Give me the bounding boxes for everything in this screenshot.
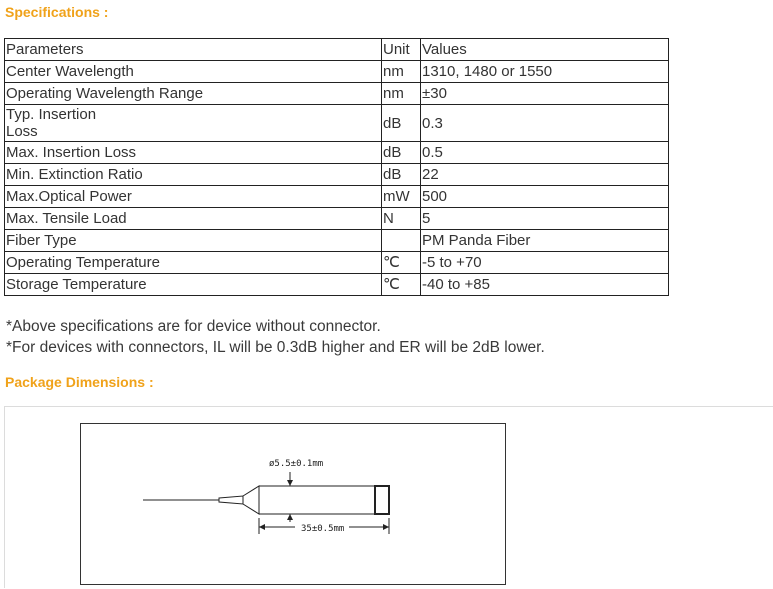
param-cell: Fiber Type	[4, 229, 382, 252]
param-cell: Typ. Insertion Loss	[4, 104, 382, 142]
package-frame	[4, 406, 773, 588]
length-arrowhead-right	[383, 524, 389, 530]
table-header-row: Parameters Unit Values	[4, 38, 669, 61]
diameter-arrowhead-top	[287, 480, 293, 486]
note-line: *Above specifications are for device wit…	[6, 318, 381, 335]
value-cell: -5 to +70	[420, 251, 669, 274]
value-cell: 1310, 1480 or 1550	[420, 60, 669, 83]
unit-cell: dB	[381, 104, 421, 142]
note-line: *For devices with connectors, IL will be…	[6, 339, 545, 356]
table-row: Center Wavelength nm 1310, 1480 or 1550	[4, 60, 669, 83]
param-cell: Max. Tensile Load	[4, 207, 382, 230]
table-row: Max. Insertion Loss dB 0.5	[4, 141, 669, 164]
value-cell: -40 to +85	[420, 273, 669, 296]
table-row: Min. Extinction Ratio dB 22	[4, 163, 669, 186]
boot-taper	[218, 495, 244, 505]
param-cell: Operating Temperature	[4, 251, 382, 274]
unit-cell: mW	[381, 185, 421, 208]
header-values: Values	[420, 38, 669, 61]
table-row: Operating Wavelength Range nm ±30	[4, 82, 669, 105]
length-arrowhead-left	[259, 524, 265, 530]
param-cell: Max. Insertion Loss	[4, 141, 382, 164]
package-dimensions-heading: Package Dimensions :	[5, 374, 154, 390]
unit-cell: ℃	[381, 251, 421, 274]
device-body	[258, 485, 376, 515]
package-drawing: ø5.5±0.1mm 35±0.5mm	[80, 423, 506, 585]
value-cell: 0.3	[420, 104, 669, 142]
table-row: Max.Optical Power mW 500	[4, 185, 669, 208]
unit-cell: nm	[381, 82, 421, 105]
body-taper	[242, 485, 260, 515]
value-cell: 22	[420, 163, 669, 186]
diameter-arrowhead-bottom	[287, 514, 293, 520]
header-unit: Unit	[381, 38, 421, 61]
param-cell: Storage Temperature	[4, 273, 382, 296]
param-cell: Operating Wavelength Range	[4, 82, 382, 105]
value-cell: ±30	[420, 82, 669, 105]
value-cell: 5	[420, 207, 669, 230]
unit-cell	[381, 229, 421, 252]
unit-cell: N	[381, 207, 421, 230]
unit-cell: nm	[381, 60, 421, 83]
param-cell: Min. Extinction Ratio	[4, 163, 382, 186]
length-label: 35±0.5mm	[301, 524, 344, 534]
param-cell: Center Wavelength	[4, 60, 382, 83]
value-cell: PM Panda Fiber	[420, 229, 669, 252]
table-row: Max. Tensile Load N 5	[4, 207, 669, 230]
specifications-heading: Specifications :	[5, 4, 109, 20]
table-row: Fiber Type PM Panda Fiber	[4, 229, 669, 252]
value-cell: 500	[420, 185, 669, 208]
table-row: Operating Temperature ℃ -5 to +70	[4, 251, 669, 274]
unit-cell: dB	[381, 141, 421, 164]
unit-cell: ℃	[381, 273, 421, 296]
header-parameters: Parameters	[4, 38, 382, 61]
value-cell: 0.5	[420, 141, 669, 164]
package-drawing-svg: ø5.5±0.1mm 35±0.5mm	[143, 459, 390, 534]
diameter-label: ø5.5±0.1mm	[269, 459, 323, 469]
table-row: Typ. Insertion Loss dB 0.3	[4, 104, 669, 142]
end-cap	[374, 485, 390, 515]
param-cell: Max.Optical Power	[4, 185, 382, 208]
table-row: Storage Temperature ℃ -40 to +85	[4, 273, 669, 296]
specifications-table: Parameters Unit Values Center Wavelength…	[4, 38, 669, 296]
notes-block: *Above specifications are for device wit…	[6, 316, 545, 358]
unit-cell: dB	[381, 163, 421, 186]
